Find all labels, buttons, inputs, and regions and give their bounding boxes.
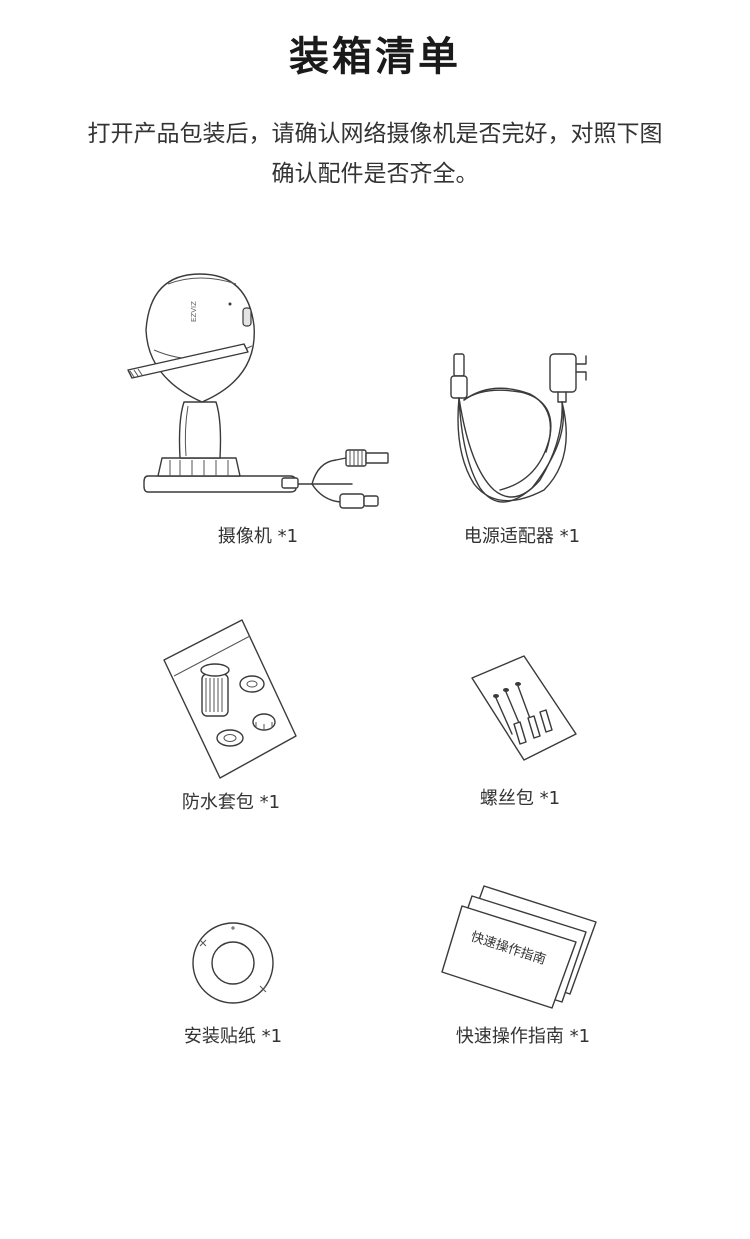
screw-pack-icon [471, 655, 577, 761]
mounting-sticker-icon [192, 922, 274, 1004]
item-quick-guide-label: 快速操作指南 *1 [455, 1026, 591, 1047]
camera-icon: EZVIZ [127, 273, 389, 509]
page-title: 装箱清单 [289, 34, 461, 80]
item-waterproof-kit-label: 防水套包 *1 [181, 792, 281, 813]
camera-logo: EZVIZ [190, 301, 198, 322]
item-camera-label: 摄像机 *1 [217, 526, 299, 547]
item-power-adapter-label: 电源适配器 *1 [463, 526, 581, 547]
waterproof-kit-icon [163, 619, 297, 779]
item-mounting-sticker-label: 安装贴纸 *1 [183, 1026, 283, 1047]
intro-text-line-1: 打开产品包装后，请确认网络摄像机是否完好，对照下图 [87, 121, 663, 147]
power-adapter-icon [450, 353, 587, 503]
item-screw-pack-label: 螺丝包 *1 [479, 788, 561, 809]
intro-text-line-2: 确认配件是否齐全。 [271, 161, 479, 187]
quick-guide-icon: 快速操作指南 [441, 885, 597, 1009]
